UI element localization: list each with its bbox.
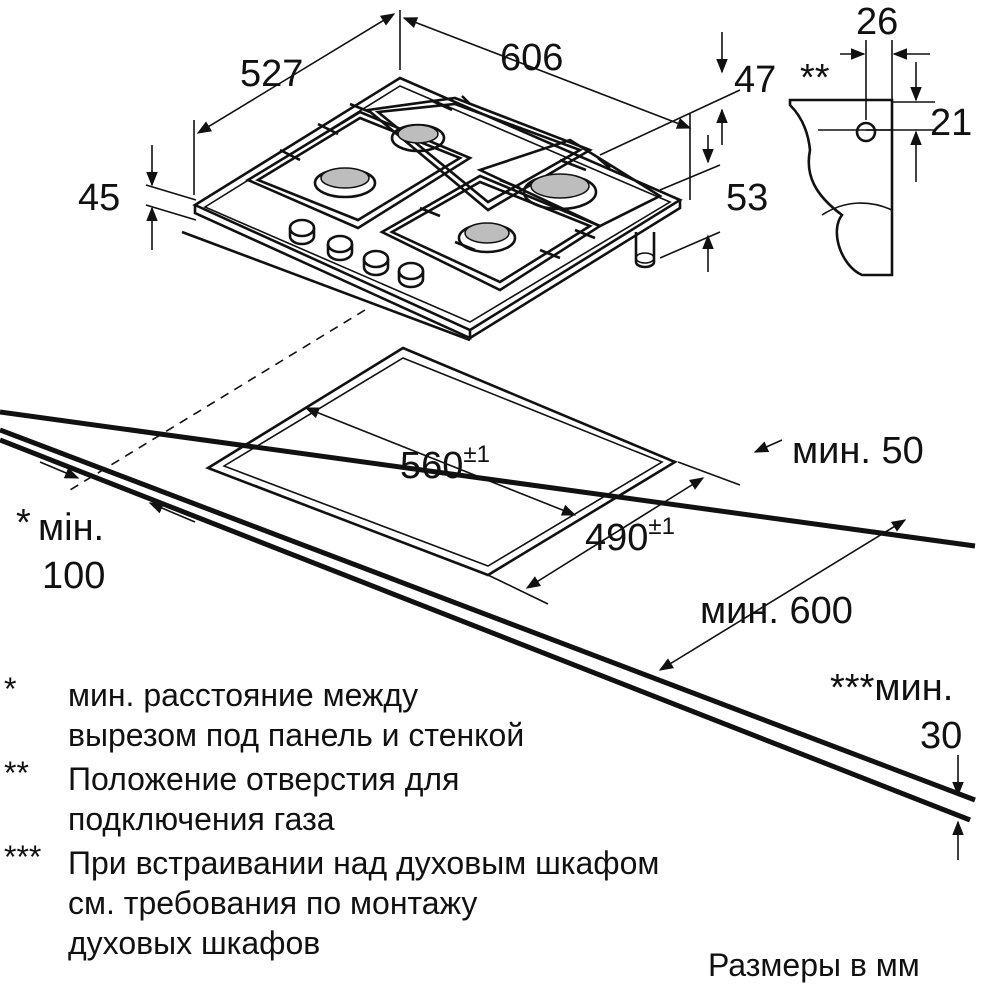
note-1-line-2: вырезом под панель и стенкой [68, 717, 524, 753]
min-oven-label: ***мин. [830, 667, 953, 709]
note-1-mark: * [4, 671, 16, 707]
min-front-label: мін. [38, 507, 104, 549]
note-3-line-2: см. требования по монтажу [68, 885, 477, 921]
burner-rear-right [522, 173, 598, 211]
note-3-line-1: При встраивании над духовым шкафом [68, 845, 659, 881]
burner-rear-left [390, 123, 446, 153]
min-back-label: мин. 50 [792, 430, 924, 472]
burner-front-left [313, 167, 377, 199]
cutout-depth-label: 490±1 [585, 513, 675, 559]
dim-21-label: 21 [930, 102, 972, 144]
gas-mark-label: ** [800, 57, 830, 99]
cutout-width-value: 560 [400, 445, 463, 487]
note-3-mark: *** [4, 839, 41, 875]
hob-dimensions [145, 10, 741, 272]
cutout-width-tolerance: ±1 [463, 441, 490, 468]
dim-527-label: 527 [240, 53, 303, 95]
dim-45-label: 45 [78, 177, 120, 219]
note-3-line-3: духовых шкафов [68, 925, 320, 961]
dim-606-label: 606 [500, 37, 563, 79]
hob-drawing [181, 76, 683, 342]
note-2-line-2: подключения газа [68, 801, 335, 837]
note-2-line-1: Положение отверстия для [68, 761, 459, 797]
note-1-line-1: мин. расстояние между [68, 677, 418, 713]
dim-53-label: 53 [726, 177, 768, 219]
cutout-width-label: 560±1 [400, 441, 490, 487]
footnotes: * мин. расстояние между вырезом под пане… [4, 671, 659, 961]
cutout-depth-tolerance: ±1 [648, 513, 675, 540]
min-front-value: 100 [42, 555, 105, 597]
cutout-depth-value: 490 [585, 517, 648, 559]
burner-front-right [457, 222, 517, 254]
dim-26-label: 26 [856, 1, 898, 43]
note-2-mark: ** [4, 755, 29, 791]
min-front-star: * [16, 502, 31, 544]
units-label: Размеры в мм [708, 947, 920, 983]
cutout-dimensions [39, 407, 964, 860]
min-oven-value: 30 [920, 715, 962, 757]
min-side-label: мин. 600 [700, 590, 853, 632]
dim-47-label: 47 [734, 59, 776, 101]
control-knobs [288, 218, 425, 289]
gas-connection-detail [788, 40, 935, 277]
